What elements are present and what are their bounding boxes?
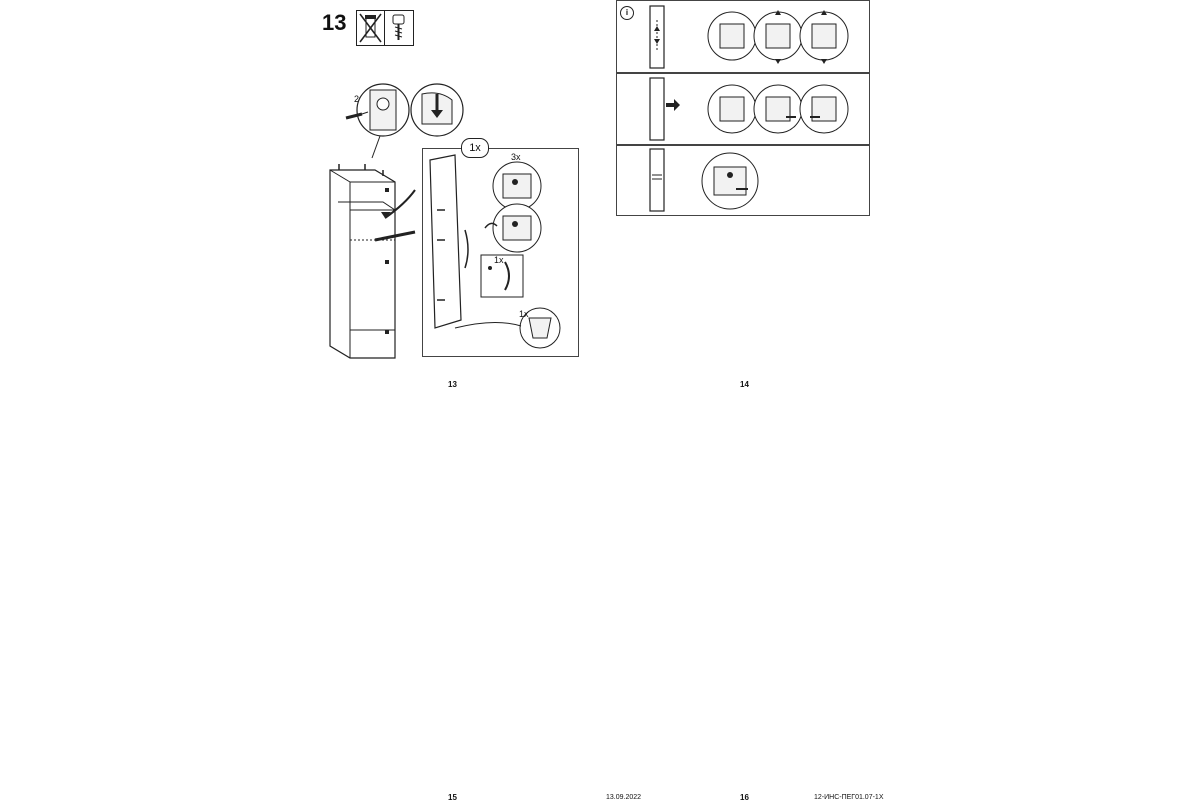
handle-count-label: 1x (494, 255, 504, 265)
info-panel-2 (616, 73, 870, 145)
screwdriver-icon (385, 11, 412, 45)
page-number-16: 16 (740, 793, 749, 802)
wardrobe-illustration (329, 164, 416, 359)
info-icon: i (620, 6, 634, 20)
door-count-badge: 1x (461, 138, 489, 158)
screw-count-label: 2x (354, 94, 364, 104)
door-detail-frame (422, 148, 579, 357)
tools-box (356, 10, 414, 46)
screw-detail-illustration (345, 83, 464, 159)
step-number: 13 (322, 10, 347, 35)
document-code: 12-ИНС-ПЕГ01.07-1Х (814, 794, 884, 801)
page-number-13: 13 (448, 380, 457, 389)
page-number-14: 14 (740, 380, 749, 389)
adjust-vertical-illustration (649, 5, 849, 69)
adjust-horizontal-illustration (649, 77, 849, 141)
info-panel-3 (616, 145, 870, 216)
page-number-15: 15 (448, 793, 457, 802)
door-illustration (429, 154, 561, 349)
hinges-count-label: 3x (511, 152, 521, 162)
no-drill-icon (357, 11, 385, 45)
print-date: 13.09.2022 (606, 794, 642, 801)
adjust-depth-illustration (649, 148, 759, 212)
info-panel-1 (616, 0, 870, 73)
leg-count-label: 1x (519, 309, 529, 319)
